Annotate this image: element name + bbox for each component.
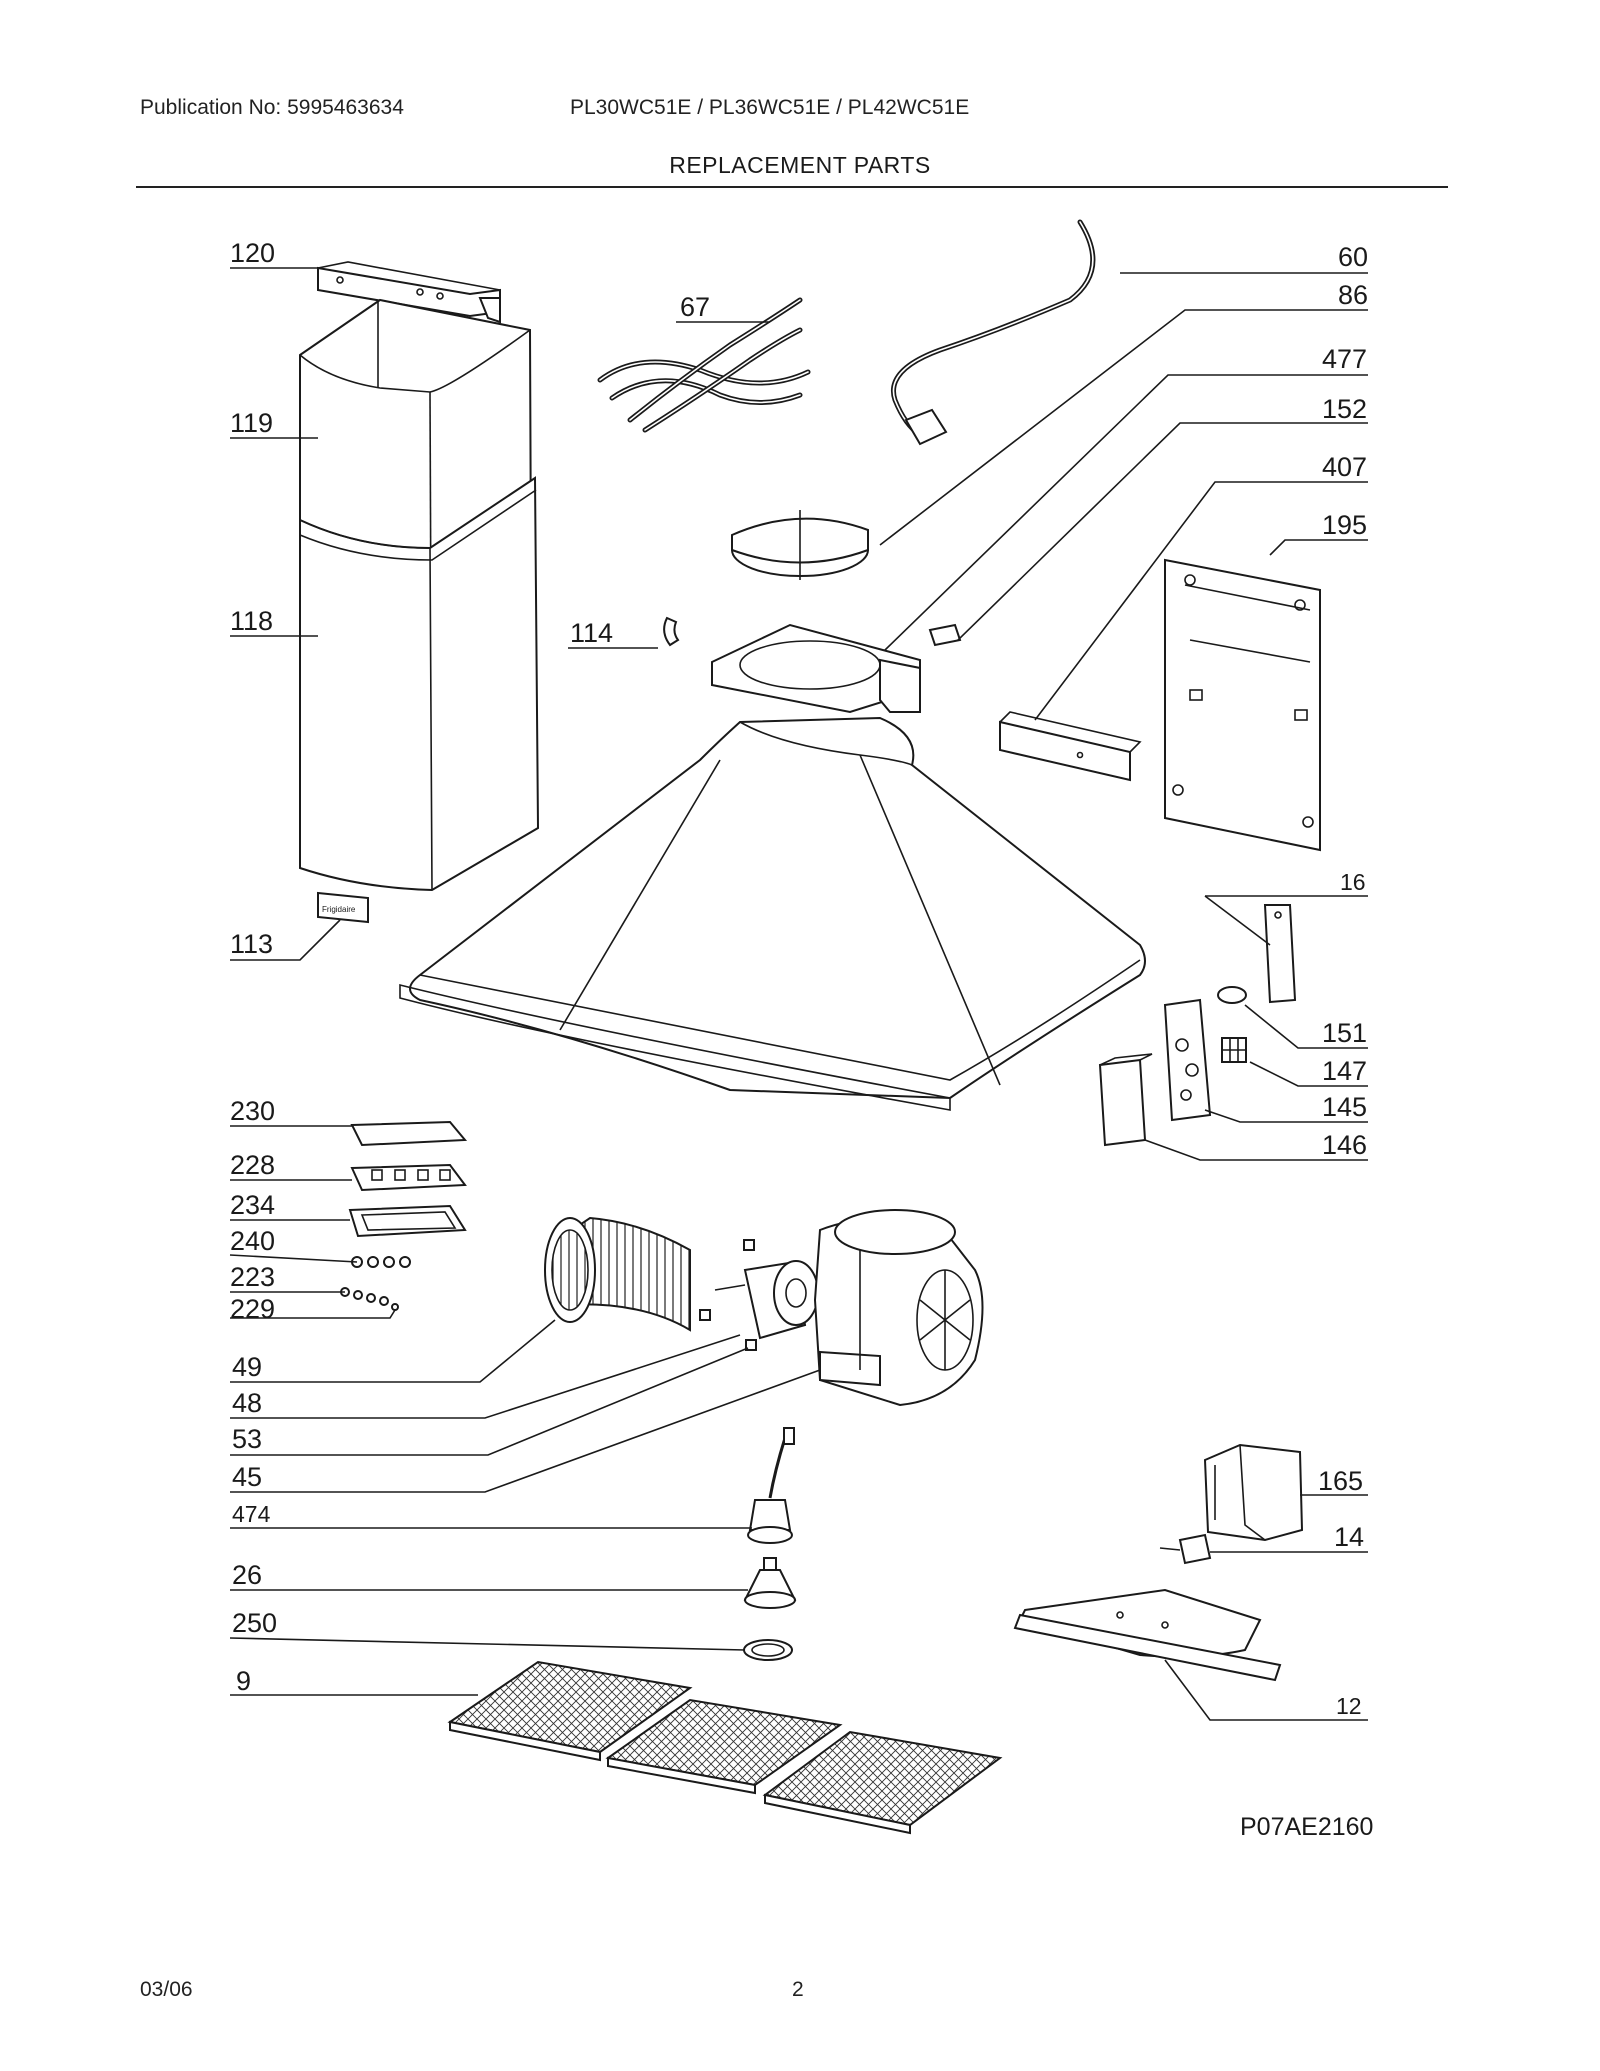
motor-nut: [699, 1239, 755, 1321]
label-477: 477: [1322, 344, 1367, 374]
light-switch: [1163, 998, 1212, 1122]
connector: [928, 623, 962, 647]
chimney-bracket: [317, 261, 501, 324]
label-49: 49: [232, 1352, 262, 1382]
blower-housing: [813, 1209, 984, 1407]
label-474: 474: [232, 1501, 271, 1527]
control-panel-cover: [350, 1120, 468, 1147]
lamp-socket: [747, 1427, 795, 1544]
control-gasket: [348, 1204, 467, 1238]
blower-wheel: [544, 1216, 691, 1332]
label-12: 12: [1336, 1693, 1362, 1719]
diagram-code: P07AE2160: [1240, 1813, 1373, 1841]
label-86: 86: [1338, 280, 1368, 310]
spring: [391, 1303, 399, 1311]
push-buttons: [351, 1256, 411, 1268]
label-407: 407: [1322, 452, 1367, 482]
label-16: 16: [1340, 869, 1366, 895]
frigidaire-badge: Frigidaire: [317, 891, 369, 924]
label-60: 60: [1338, 242, 1368, 272]
indicator-lenses: [340, 1287, 389, 1306]
label-119: 119: [230, 408, 273, 438]
model-numbers: PL30WC51E / PL36WC51E / PL42WC51E: [570, 96, 970, 119]
label-145: 145: [1322, 1092, 1367, 1122]
capacitor: [1159, 1533, 1212, 1565]
label-223: 223: [230, 1262, 275, 1292]
outlet-collar: [711, 623, 921, 714]
label-26: 26: [232, 1560, 262, 1590]
label-120: 120: [230, 238, 275, 268]
label-53: 53: [232, 1424, 262, 1454]
callout-labels: 120 119 118 113 67 114 60 86 477 152 407…: [230, 238, 1373, 1841]
page-title: REPLACEMENT PARTS: [669, 152, 931, 178]
label-165: 165: [1318, 1466, 1363, 1496]
control-bracket: [999, 711, 1142, 782]
label-146: 146: [1322, 1130, 1367, 1160]
blower-motor: [714, 1260, 819, 1340]
label-240: 240: [230, 1226, 275, 1256]
label-229: 229: [230, 1294, 275, 1324]
page-number: 2: [792, 1978, 804, 2001]
label-152: 152: [1322, 394, 1367, 424]
grease-filter-1: [447, 1660, 693, 1762]
leader-lines: [229, 267, 1368, 1721]
terminal-block: [1221, 1037, 1247, 1063]
halogen-bulb: [743, 1557, 797, 1609]
label-195: 195: [1322, 510, 1367, 540]
damper: [731, 510, 869, 580]
label-118: 118: [230, 606, 273, 636]
header-rule: [136, 186, 1448, 188]
label-45: 45: [232, 1462, 262, 1492]
filter-support: [1013, 1588, 1282, 1682]
label-14: 14: [1334, 1522, 1364, 1552]
grommet: [1217, 986, 1247, 1004]
clip: [663, 616, 680, 647]
label-48: 48: [232, 1388, 262, 1418]
label-228: 228: [230, 1150, 275, 1180]
label-234: 234: [230, 1190, 275, 1220]
control-board: [350, 1163, 467, 1192]
label-230: 230: [230, 1096, 275, 1126]
label-67: 67: [680, 292, 710, 322]
wire-harness: [597, 297, 811, 433]
label-114: 114: [570, 618, 613, 648]
label-250: 250: [232, 1608, 277, 1638]
label-9: 9: [236, 1666, 251, 1696]
label-151: 151: [1322, 1018, 1367, 1048]
power-cord: [891, 219, 1096, 446]
lower-chimney: [299, 476, 540, 892]
badge-text: Frigidaire: [322, 905, 356, 914]
publication-number: Publication No: 5995463634: [140, 96, 404, 119]
hood-canopy: [399, 716, 1146, 1111]
retaining-ring: [743, 1639, 793, 1661]
grease-filter-2: [605, 1698, 843, 1795]
label-113: 113: [230, 929, 273, 959]
switch-housing: [1098, 1053, 1153, 1147]
capacitor-bracket: [1203, 1443, 1304, 1542]
footer-date: 03/06: [140, 1978, 193, 2001]
mounting-plate: [1164, 558, 1321, 852]
cover-plate: [1263, 904, 1297, 1004]
label-147: 147: [1322, 1056, 1367, 1086]
grease-filter-3: [762, 1730, 1003, 1835]
motor-spacer: [745, 1339, 757, 1351]
